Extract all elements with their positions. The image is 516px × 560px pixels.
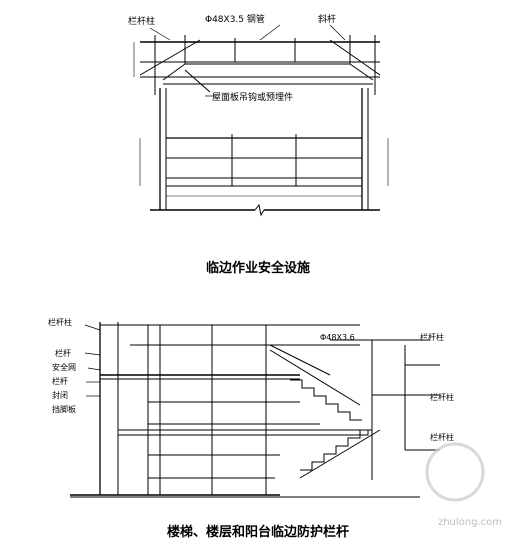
label-safety-net: 安全网 (52, 362, 76, 372)
label-post-right-mid: 栏杆柱 (430, 392, 454, 402)
bottom-guardrail-drawing (70, 322, 440, 498)
label-post: 栏杆柱 (128, 15, 155, 27)
label-brace: 斜杆 (318, 13, 336, 25)
caption-bottom: 楼梯、楼层和阳台临边防护栏杆 (167, 524, 349, 540)
label-closed: 封闭 (52, 390, 68, 400)
caption-top: 临边作业安全设施 (206, 260, 310, 276)
label-rail-left: 栏杆 (55, 348, 71, 358)
label-embed: 屋面板吊钩或预埋件 (212, 91, 293, 103)
label-rail2: 栏杆 (52, 376, 68, 386)
top-guardrail-drawing (133, 24, 389, 217)
label-toeboard: 挡脚板 (52, 404, 76, 414)
label-post-right-low: 栏杆柱 (430, 432, 454, 442)
label-pipe-bottom: Φ48X3.6 (320, 333, 355, 342)
watermark-site: zhulong.com (438, 517, 502, 528)
label-pipe: Φ48X3.5 钢管 (205, 13, 265, 25)
label-post-right-top: 栏杆柱 (420, 332, 444, 342)
watermark: zhulong.com (425, 442, 502, 528)
label-post-left: 栏杆柱 (48, 317, 72, 327)
